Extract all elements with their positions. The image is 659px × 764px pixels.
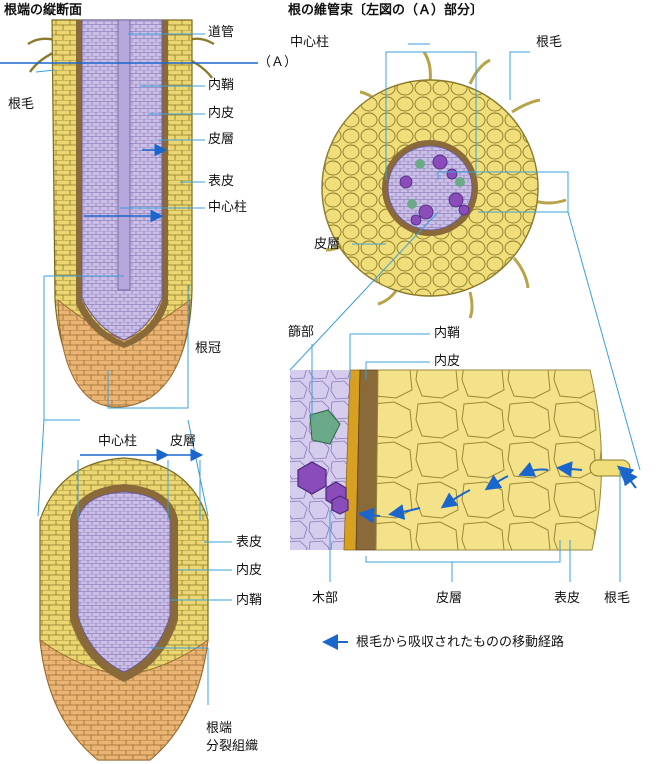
right-title: 根の維管束〔左図の（Ａ）部分〕: [288, 3, 484, 18]
label-endodermis-right: 内皮: [434, 354, 461, 369]
label-cortex-mid: 皮層: [170, 434, 197, 449]
label-xylem: 木部: [312, 591, 339, 606]
label-duct: 道管: [208, 25, 235, 40]
label-cortex-right: 皮層: [314, 237, 341, 252]
label-endodermis-top: 内皮: [208, 106, 235, 121]
magnified-tissue: [290, 333, 638, 650]
label-epidermis-top: 表皮: [208, 174, 235, 189]
label-root-hair-left: 根毛: [8, 97, 35, 112]
label-stele-top: 中心柱: [208, 200, 248, 215]
absorption-arrows: [358, 461, 638, 524]
label-cortex-bottom: 皮層: [436, 591, 463, 606]
label-phloem: 篩部: [288, 325, 315, 340]
left-title: 根端の縦断面: [4, 3, 83, 18]
root-hairs: [27, 37, 215, 79]
label-pericycle-bottom: 内鞘: [236, 593, 263, 608]
label-cortex-top: 皮層: [208, 132, 235, 147]
label-section-a: （Ａ）: [258, 55, 298, 70]
label-meristem-2: 分裂組織: [206, 739, 259, 754]
label-pericycle-right: 内鞘: [434, 326, 461, 341]
label-root-hair-bottom: 根毛: [604, 591, 631, 606]
label-stele-right: 中心柱: [290, 35, 330, 50]
longitudinal-section: [0, 19, 258, 517]
label-meristem-1: 根端: [206, 721, 233, 736]
label-epidermis-right: 表皮: [554, 591, 581, 606]
label-root-hair-right: 根毛: [536, 35, 563, 50]
label-root-cap: 根冠: [195, 341, 222, 356]
label-stele-mid: 中心柱: [98, 434, 138, 449]
label-endodermis-bottom: 内皮: [236, 563, 263, 578]
legend-text: 根毛から吸収されたものの移動経路: [356, 635, 565, 650]
magnified-root-tip: [39, 448, 232, 761]
label-pericycle-top: 内鞘: [208, 78, 235, 93]
label-epidermis-bottom: 表皮: [236, 535, 263, 550]
cross-section: [289, 43, 641, 471]
